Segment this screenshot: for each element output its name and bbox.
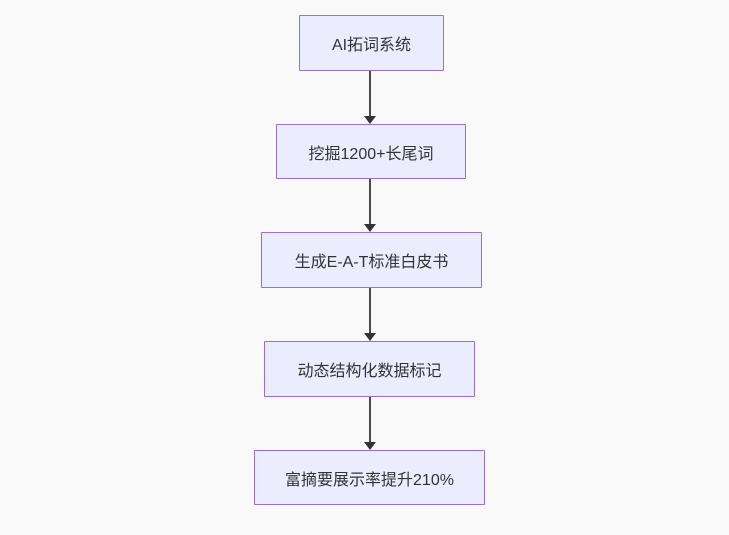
flow-node-label: 动态结构化数据标记 (297, 363, 442, 380)
flow-edge-d-e (364, 397, 376, 450)
flow-node-rich-snippet-result: 富摘要展示率提升210% (254, 450, 485, 505)
flow-edge-c-d (364, 288, 376, 341)
arrowhead-down-icon (364, 333, 376, 341)
flow-node-label: 富摘要展示率提升210% (285, 471, 454, 489)
arrowhead-down-icon (364, 442, 376, 450)
edge-line (369, 71, 371, 117)
flow-edge-a-b (364, 71, 376, 124)
flow-node-eat-whitepaper: 生成E-A-T标准白皮书 (261, 232, 482, 288)
flow-node-label: 挖掘1200+长尾词 (308, 145, 434, 163)
arrowhead-down-icon (364, 224, 376, 232)
edge-line (369, 397, 371, 443)
flow-edge-b-c (364, 179, 376, 232)
flow-node-structured-data-markup: 动态结构化数据标记 (264, 341, 475, 397)
edge-line (369, 288, 371, 334)
flow-node-ai-keyword-system: AI拓词系统 (299, 15, 444, 71)
flow-node-label: 生成E-A-T标准白皮书 (294, 254, 449, 271)
flow-node-label: AI拓词系统 (331, 37, 412, 54)
edge-line (369, 179, 371, 225)
flow-node-longtail-mining: 挖掘1200+长尾词 (276, 124, 466, 179)
arrowhead-down-icon (364, 116, 376, 124)
